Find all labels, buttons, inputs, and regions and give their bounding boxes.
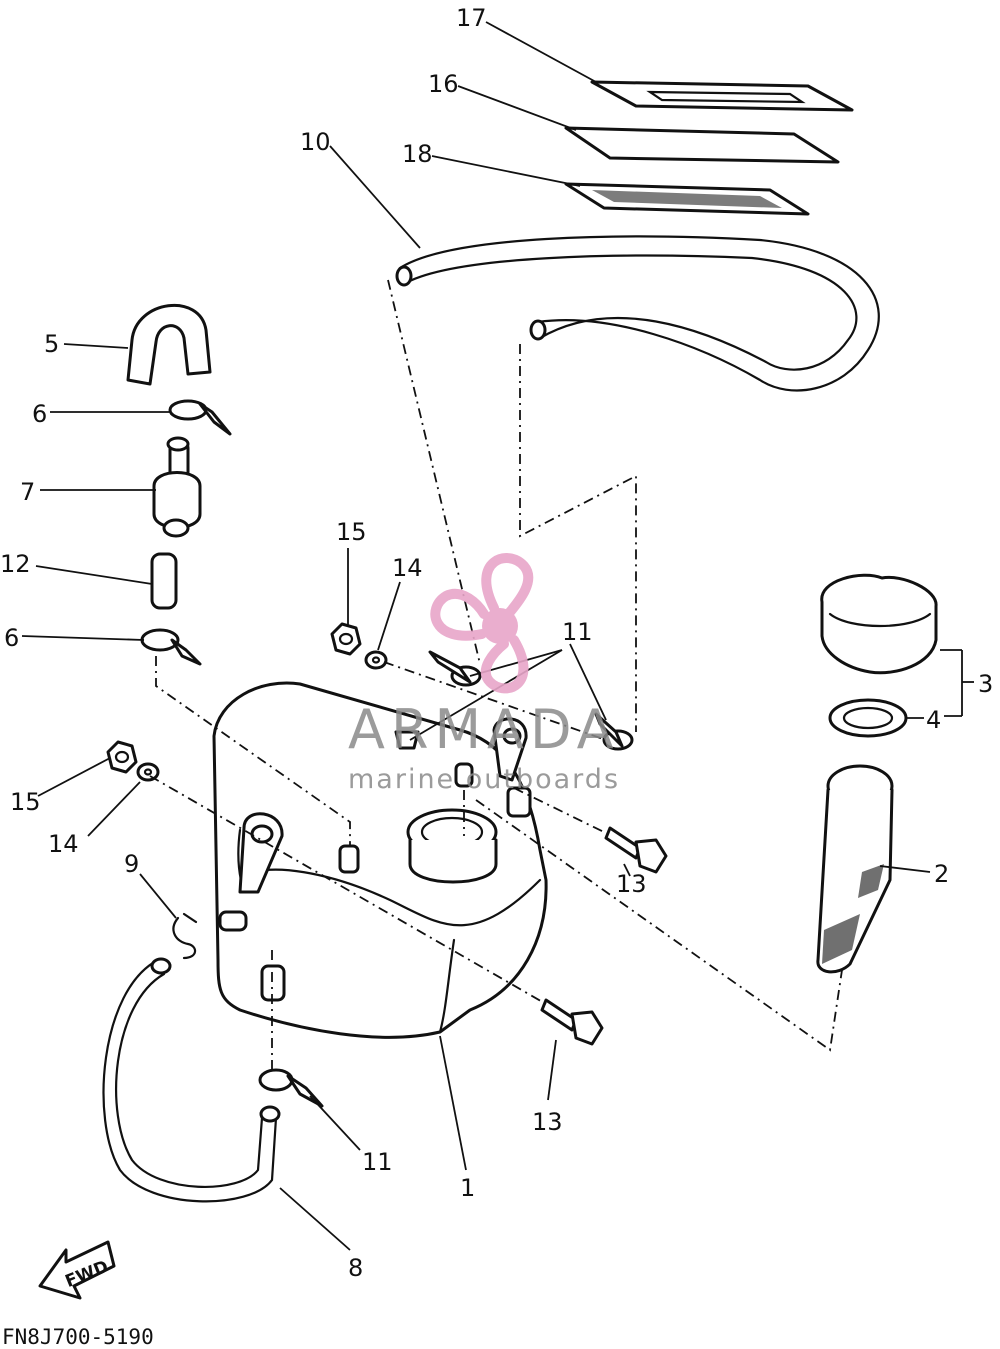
- filler-cap: [820, 573, 938, 675]
- callout-18: 18: [402, 140, 433, 168]
- propeller-logo-icon: [430, 553, 534, 694]
- leader-lines: [21, 21, 974, 1251]
- decal-16: [564, 126, 840, 164]
- fuel-tank: [212, 681, 548, 1039]
- callout-9: 9: [124, 850, 139, 878]
- nut-15-upper: [330, 622, 362, 656]
- callout-8: 8: [348, 1254, 363, 1282]
- fuel-hose-8: [102, 957, 281, 1203]
- callout-14-upper: 14: [392, 554, 423, 582]
- clamp-6-lower: [140, 628, 202, 666]
- callout-3: 3: [978, 670, 993, 698]
- callout-4: 4: [926, 706, 941, 734]
- decal-18: [564, 182, 810, 216]
- callout-7: 7: [20, 478, 35, 506]
- watermark-tagline: marine outboards: [348, 764, 620, 795]
- cap-gasket: [828, 698, 908, 738]
- assembly-lines: [149, 279, 843, 1074]
- washer-14-lower: [136, 762, 160, 782]
- clamp-11-right: [594, 712, 634, 751]
- clip-9: [172, 912, 198, 960]
- armada-watermark: ARMADA marine outboards: [348, 553, 620, 795]
- bolt-13-lower: [540, 998, 604, 1046]
- callout-14-lower: 14: [48, 830, 79, 858]
- callout-17: 17: [456, 4, 487, 32]
- clamp-11-bottom: [258, 1068, 324, 1108]
- callout-5: 5: [44, 330, 59, 358]
- fitting-7: [152, 436, 202, 538]
- callout-13-right: 13: [616, 870, 647, 898]
- callout-15-lower: 15: [10, 788, 41, 816]
- callout-12: 12: [0, 550, 31, 578]
- decal-17: [590, 80, 854, 112]
- callout-2: 2: [934, 860, 949, 888]
- hose-5: [126, 303, 212, 386]
- callout-1: 1: [460, 1174, 475, 1202]
- callout-10: 10: [300, 128, 331, 156]
- callout-11-bottom: 11: [362, 1148, 393, 1176]
- watermark-name: ARMADA: [348, 698, 620, 761]
- bolt-13-right: [604, 826, 668, 874]
- filler-strainer: [816, 764, 894, 974]
- nut-15-lower: [106, 740, 138, 774]
- callout-13-lower: 13: [532, 1108, 563, 1136]
- diagram-code: FN8J700-5190: [2, 1325, 154, 1349]
- callout-6-upper: 6: [32, 400, 47, 428]
- callout-11-top: 11: [562, 618, 593, 646]
- callout-numbers: 17 16 18 10 5 6 7 12 6 15 14 11 15 14 9 …: [0, 4, 993, 1282]
- breather-hose: [395, 235, 880, 392]
- pipe-12: [150, 552, 178, 610]
- callout-15-upper: 15: [336, 518, 367, 546]
- forward-arrow: FWD: [38, 1240, 116, 1300]
- callout-16: 16: [428, 70, 459, 98]
- callout-6-lower: 6: [4, 624, 19, 652]
- clamp-11-top: [428, 650, 482, 687]
- clamp-6-upper: [168, 399, 232, 436]
- washer-14-upper: [364, 650, 388, 670]
